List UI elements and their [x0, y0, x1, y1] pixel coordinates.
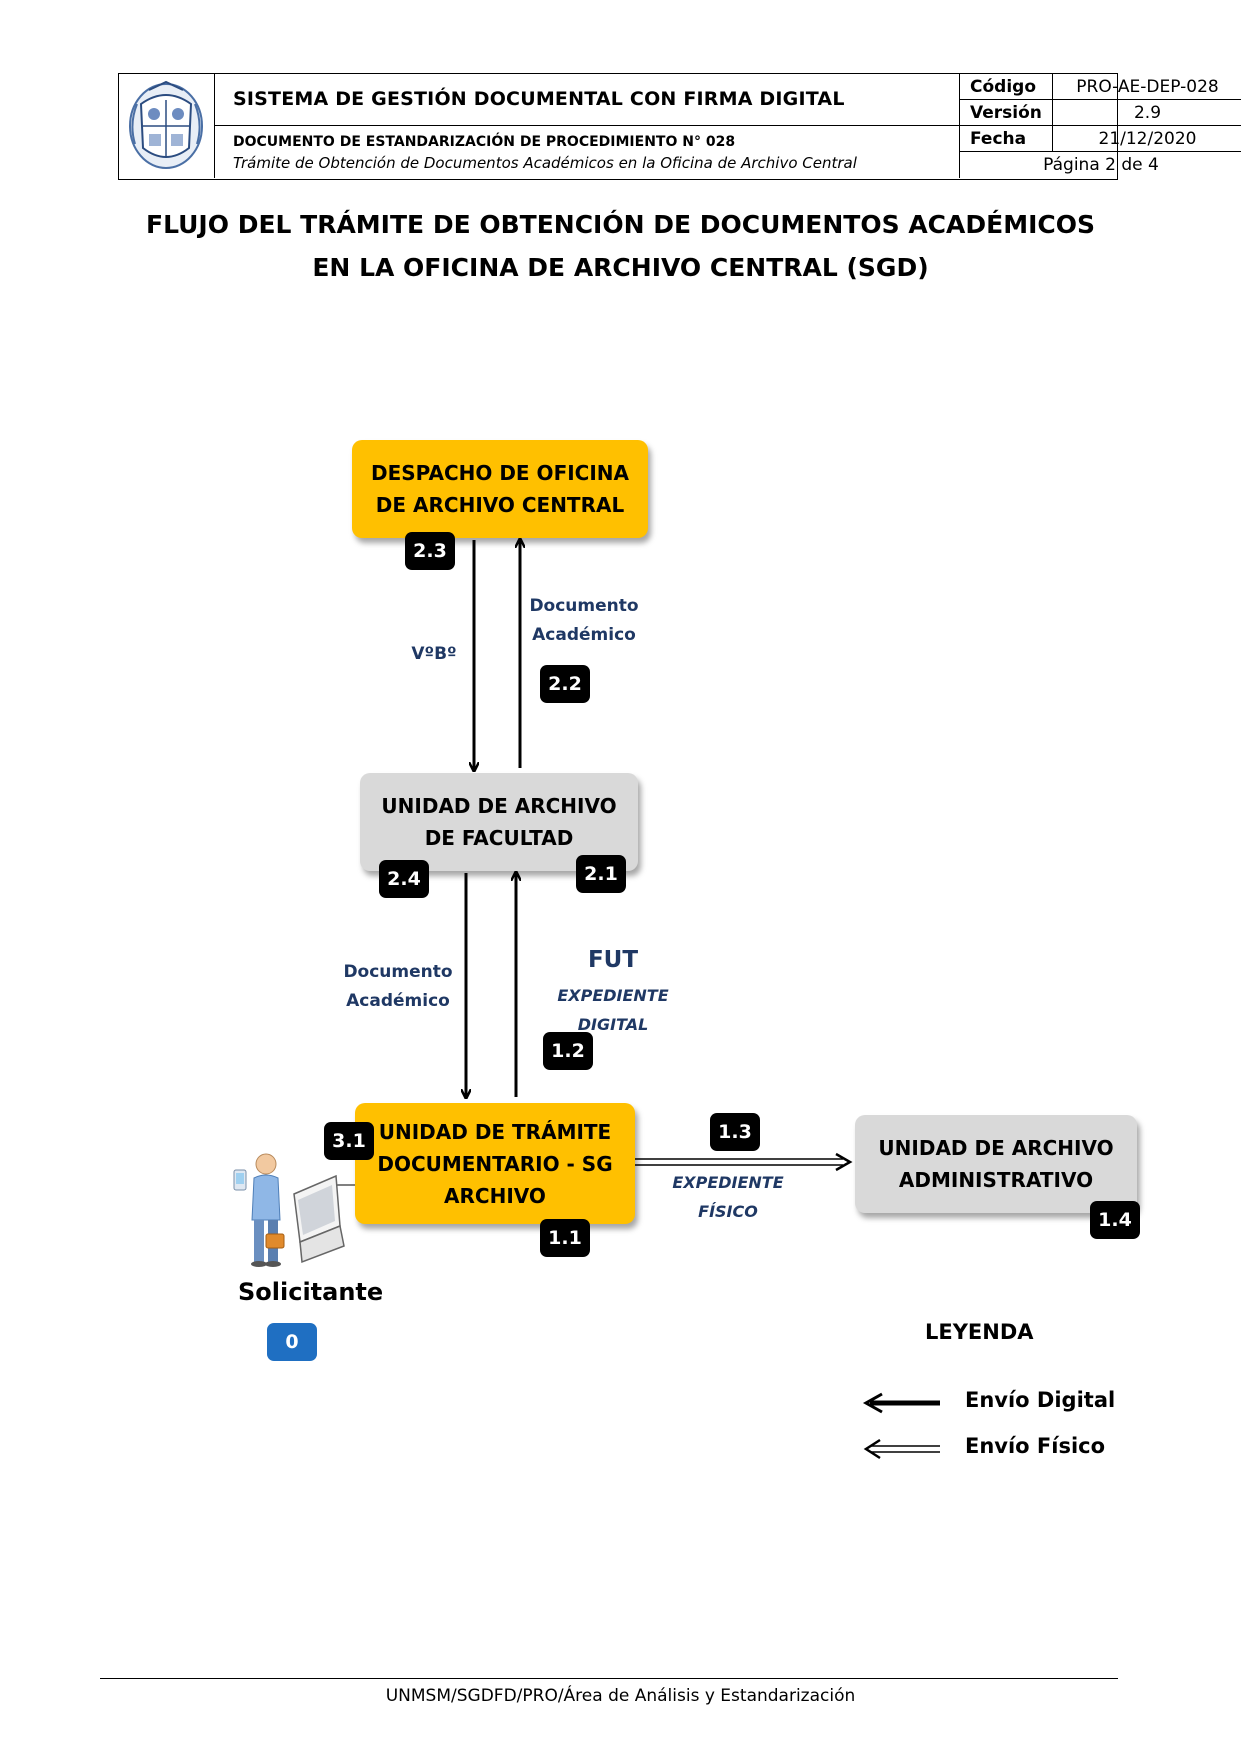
- label-expediente-fisico-line2: FÍSICO: [698, 1202, 758, 1221]
- node-tramite-documentario: UNIDAD DE TRÁMITE DOCUMENTARIO - SG ARCH…: [355, 1103, 635, 1224]
- page-number: Página 2 de 4: [1043, 155, 1159, 175]
- doc-subtitle: Trámite de Obtención de Documentos Acadé…: [233, 154, 857, 172]
- label-doc-academico-mid: Documento Académico: [340, 958, 456, 1016]
- doc-title: DOCUMENTO DE ESTANDARIZACIÓN DE PROCEDIM…: [233, 134, 736, 150]
- label-vobo: VºBº: [411, 644, 457, 664]
- node-tramite-line1: UNIDAD DE TRÁMITE: [378, 1119, 612, 1144]
- step-badge-1-1: 1.1: [540, 1219, 590, 1257]
- step-badge-3-1: 3.1: [324, 1122, 374, 1160]
- label-expediente-fisico-line1: EXPEDIENTE: [672, 1173, 784, 1192]
- document-header: SISTEMA DE GESTIÓN DOCUMENTAL CON FIRMA …: [118, 73, 1241, 180]
- label-doc-academico-top-line1: Documento: [529, 596, 639, 616]
- node-tramite-line2: DOCUMENTARIO - SG: [377, 1151, 613, 1176]
- footer-text: UNMSM/SGDFD/PRO/Área de Análisis y Estan…: [385, 1686, 856, 1706]
- footer-divider: [100, 1678, 1118, 1679]
- codigo-value: PRO-AE-DEP-028: [1053, 74, 1241, 100]
- solicitante-label: Solicitante: [238, 1278, 384, 1306]
- label-doc-academico-mid-line2: Académico: [346, 991, 450, 1011]
- version-value: 2.9: [1053, 100, 1241, 126]
- label-expediente-fisico: EXPEDIENTE FÍSICO: [660, 1168, 796, 1226]
- codigo-label: Código: [960, 74, 1053, 100]
- step-badge-1-3: 1.3: [710, 1113, 760, 1151]
- legend-digital-label: Envío Digital: [965, 1388, 1116, 1412]
- fecha-label: Fecha: [960, 126, 1053, 152]
- legend-title: LEYENDA: [925, 1320, 1034, 1344]
- header-meta: Código PRO-AE-DEP-028 Versión 2.9 Fecha …: [960, 74, 1241, 178]
- fecha-value: 21/12/2020: [1053, 126, 1241, 152]
- version-label: Versión: [960, 100, 1053, 126]
- label-expediente-digital: EXPEDIENTE DIGITAL: [557, 986, 669, 1034]
- step-badge-2-3: 2.3: [405, 532, 455, 570]
- step-badge-1-2: 1.2: [543, 1032, 593, 1070]
- label-doc-academico-top-line2: Académico: [532, 625, 636, 645]
- header-title-cell: SISTEMA DE GESTIÓN DOCUMENTAL CON FIRMA …: [215, 74, 960, 178]
- system-title: SISTEMA DE GESTIÓN DOCUMENTAL CON FIRMA …: [233, 88, 845, 110]
- step-badge-1-4: 1.4: [1090, 1201, 1140, 1239]
- step-badge-2-2: 2.2: [540, 665, 590, 703]
- user-with-laptop-icon: [233, 1153, 345, 1267]
- system-title-row: [215, 74, 959, 126]
- logo-cell: [119, 74, 215, 178]
- step-badge-0: 0: [267, 1323, 317, 1361]
- node-despacho-archivo-central: DESPACHO DE OFICINA DE ARCHIVO CENTRAL: [352, 440, 648, 538]
- university-crest-icon: [129, 80, 203, 169]
- label-doc-academico-mid-line1: Documento: [343, 962, 453, 982]
- node-admin-line2: ADMINISTRATIVO: [898, 1168, 1094, 1192]
- node-tramite-line3: ARCHIVO: [444, 1183, 546, 1208]
- node-facultad-line2: DE FACULTAD: [424, 826, 574, 850]
- page-title-line2: EN LA OFICINA DE ARCHIVO CENTRAL (SGD): [312, 253, 929, 282]
- node-admin-line1: UNIDAD DE ARCHIVO: [878, 1136, 1114, 1160]
- node-despacho-line1: DESPACHO DE OFICINA: [370, 461, 630, 485]
- step-badge-2-1: 2.1: [576, 855, 626, 893]
- node-facultad-line1: UNIDAD DE ARCHIVO: [381, 794, 617, 818]
- label-doc-academico-top: Documento Académico: [526, 592, 642, 650]
- legend-fisico-label: Envío Físico: [965, 1434, 1106, 1458]
- node-archivo-administrativo: UNIDAD DE ARCHIVO ADMINISTRATIVO: [855, 1115, 1137, 1213]
- label-fut: FUT: [587, 947, 639, 973]
- node-archivo-facultad: UNIDAD DE ARCHIVO DE FACULTAD: [360, 773, 638, 871]
- node-despacho-line2: DE ARCHIVO CENTRAL: [375, 493, 625, 517]
- page-title-line1: FLUJO DEL TRÁMITE DE OBTENCIÓN DE DOCUME…: [146, 210, 1095, 239]
- step-badge-2-4: 2.4: [379, 860, 429, 898]
